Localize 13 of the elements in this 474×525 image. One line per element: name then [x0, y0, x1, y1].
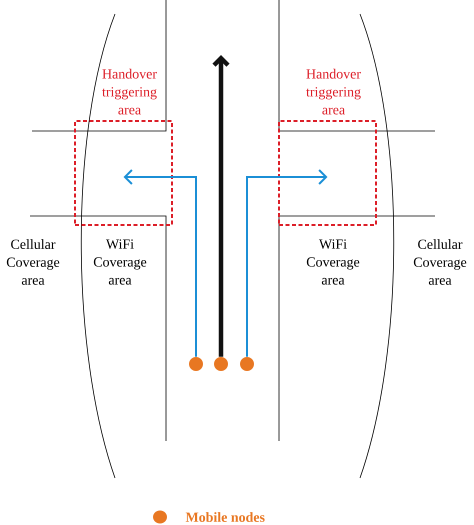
legend-label: Mobile nodes: [186, 512, 265, 522]
arrow: [246, 169, 328, 357]
coverage-label: Cellular Coverage area: [414, 239, 466, 285]
coverage-label: WiFi Coverage area: [306, 239, 360, 285]
arrow: [124, 169, 197, 357]
coverage-label: Cellular Coverage area: [6, 239, 60, 285]
mobile-node: [214, 357, 228, 371]
area-label: Handover triggering area: [306, 68, 361, 114]
mobile-node: [240, 357, 254, 371]
coverage-label: WiFi Coverage area: [94, 239, 146, 285]
arrow: [212, 55, 230, 357]
mobile-node: [189, 357, 203, 371]
area-label: Handover triggering area: [102, 68, 157, 114]
